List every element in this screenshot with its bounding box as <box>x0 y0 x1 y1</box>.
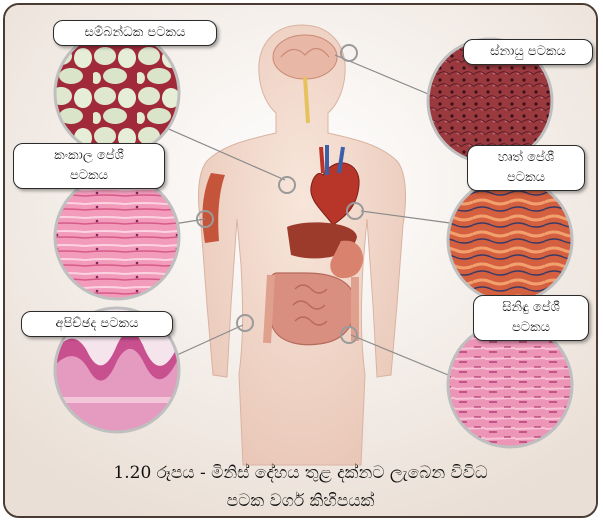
skeletal-muscle-image <box>55 175 179 299</box>
label-smooth-muscle: සිනිඳු පේශී පටකය <box>473 295 589 341</box>
label-skeletal-muscle: කංකාල පේශී පටකය <box>13 143 165 189</box>
label-connective-tissue: සම්බන්ධක පටකය <box>53 20 217 46</box>
caption-line-2: පටක වර්ග කිහිපයක් <box>5 487 596 515</box>
label-nervous-tissue: ස්නායු පටකය <box>463 39 593 65</box>
figure-frame: සම්බන්ධක පටකය ස්නායු පටකය කංකාල පේශී පටක… <box>3 3 598 518</box>
connective-tissue-image <box>55 31 179 155</box>
caption-line-1: 1.20 රූපය - මිනිස් දේහය තුළ දක්නට ලැබෙන … <box>5 459 596 487</box>
figure-caption: 1.20 රූපය - මිනිස් දේහය තුළ දක්නට ලැබෙන … <box>5 459 596 515</box>
tissue-illustration <box>5 5 598 518</box>
cardiac-muscle-image <box>448 178 572 302</box>
smooth-muscle-image <box>448 323 572 447</box>
label-epithelial-tissue: අපිච්ඡද පටකය <box>21 311 173 337</box>
label-cardiac-muscle: හෘත් පේශී පටකය <box>467 145 585 191</box>
